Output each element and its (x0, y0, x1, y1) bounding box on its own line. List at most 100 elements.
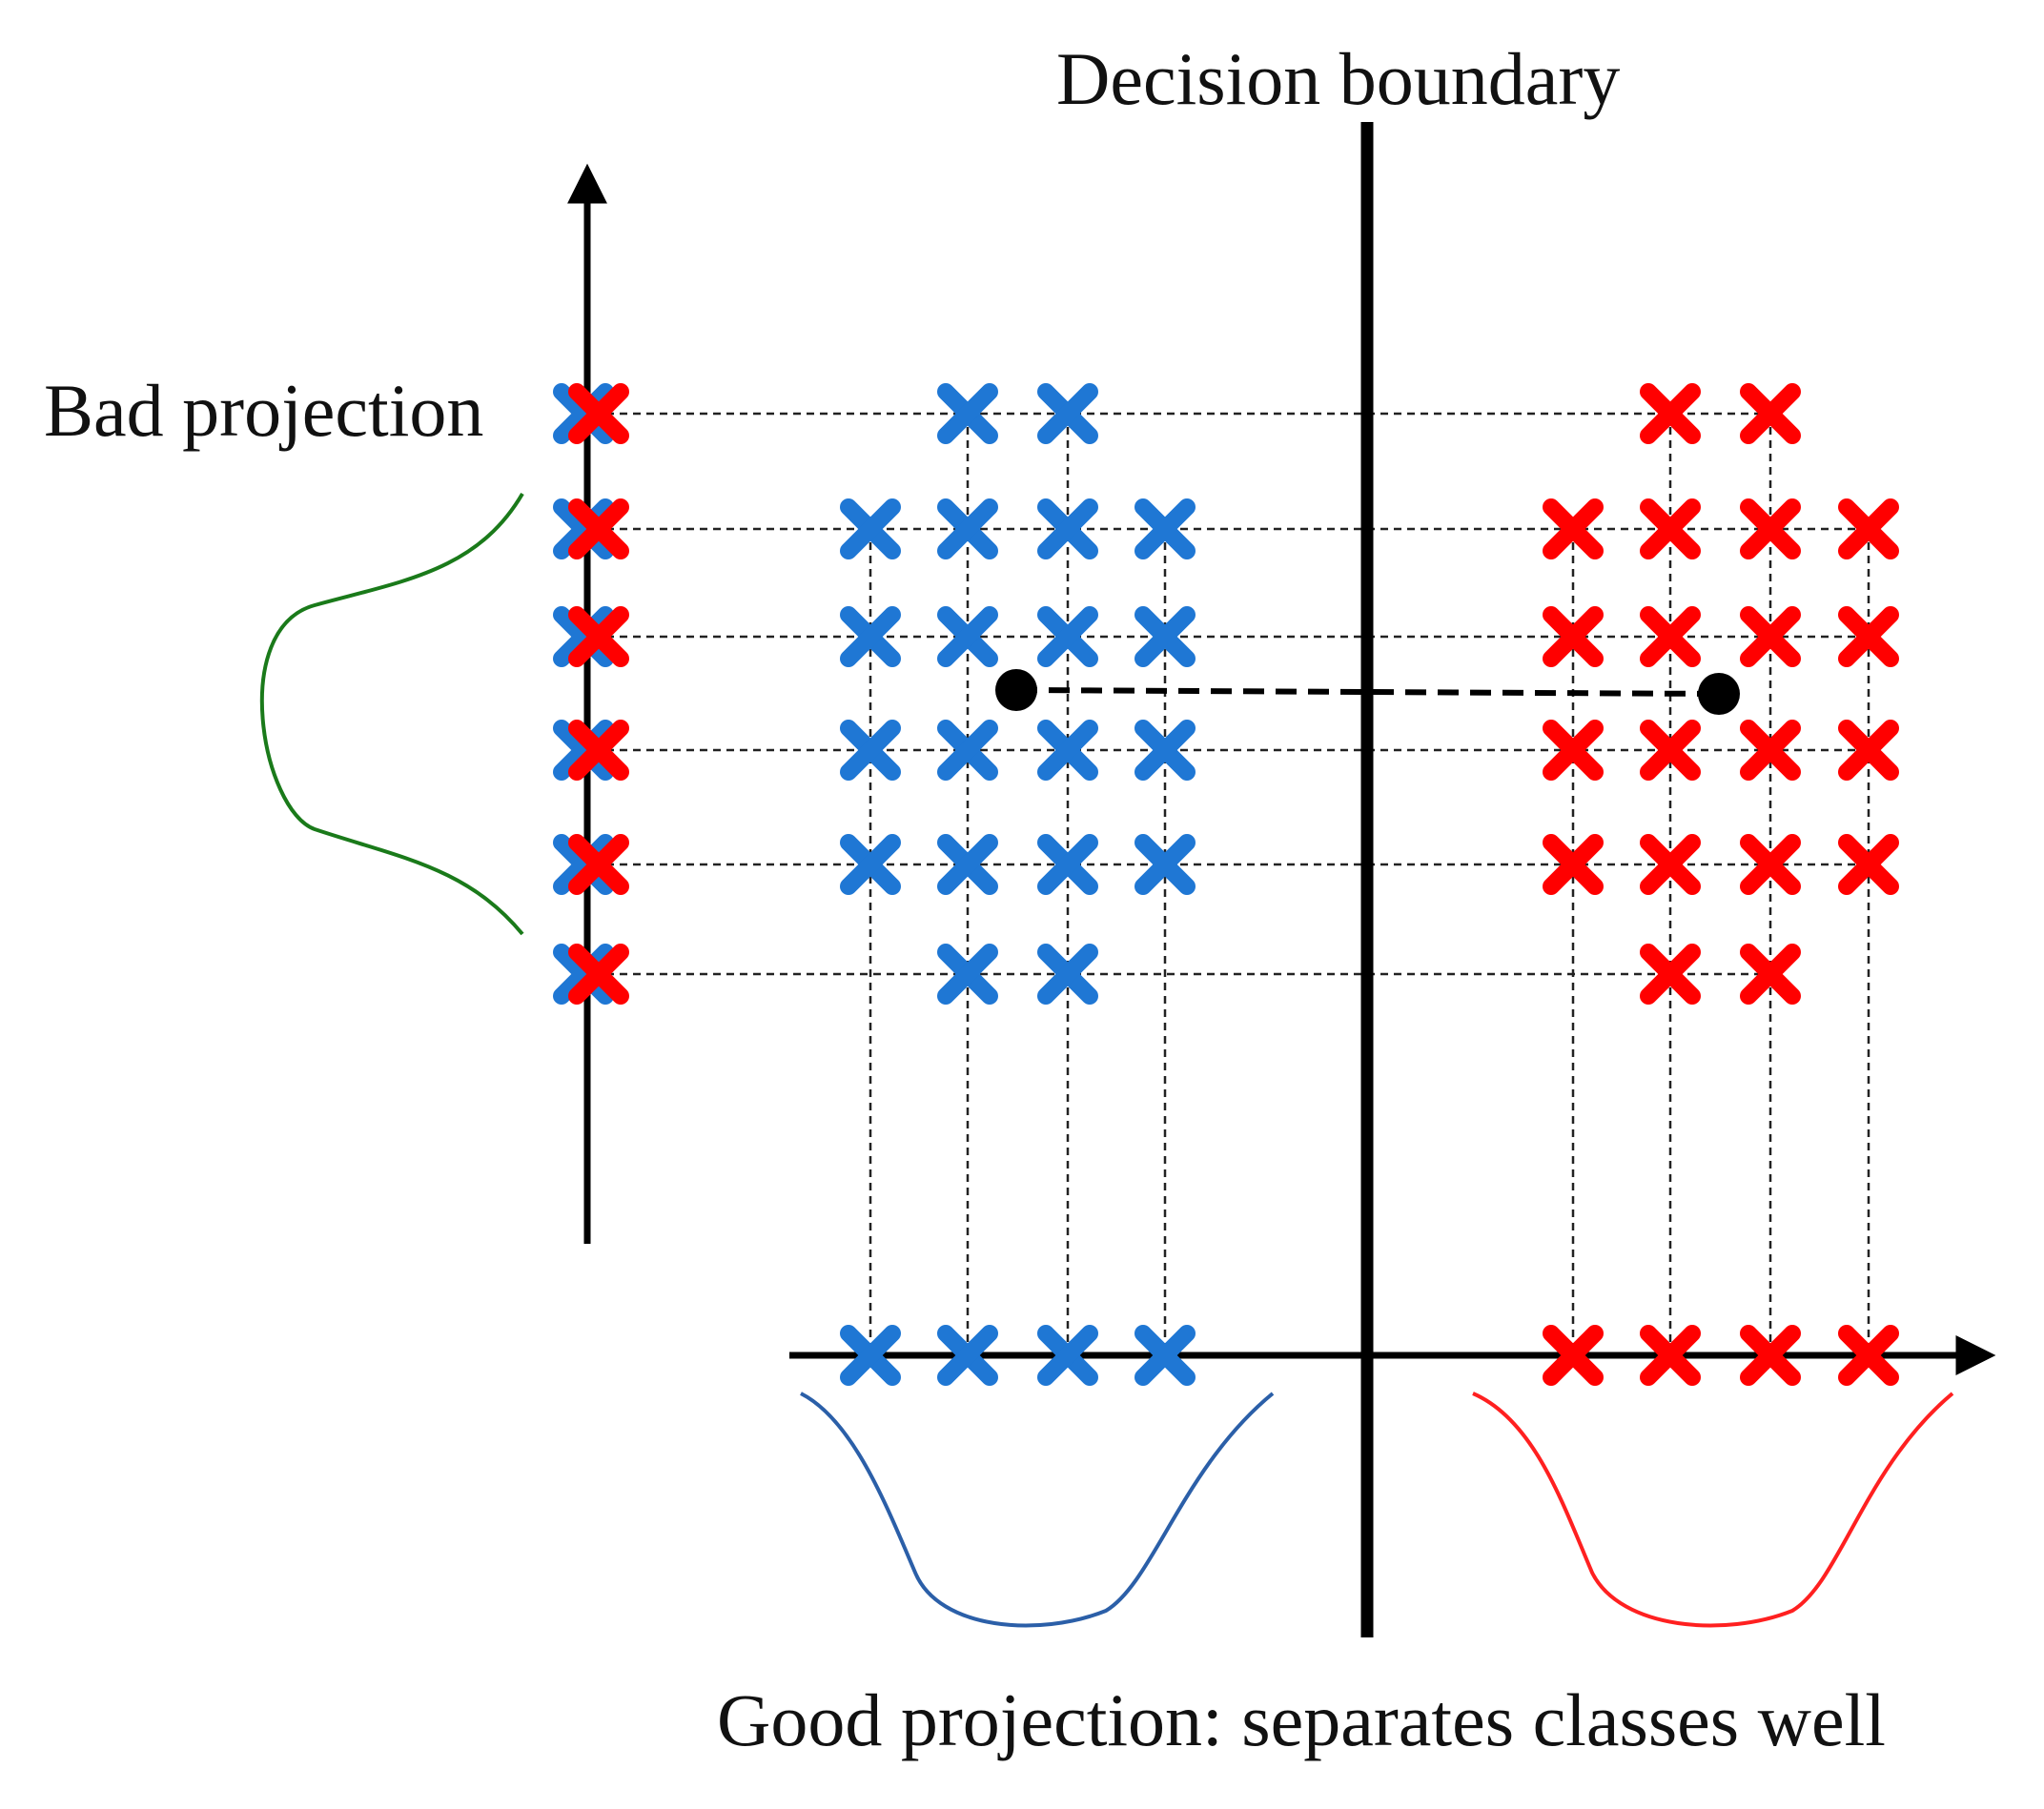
cross-stroke (1134, 1325, 1196, 1386)
class-a-point (1037, 720, 1098, 781)
class-a-point (840, 720, 901, 781)
class-a-bad-projection-mark (553, 834, 614, 895)
cross-stroke (1740, 383, 1801, 444)
class-a-point (937, 834, 998, 895)
class-b-bad-projection-mark (568, 720, 629, 781)
class-b-good-projection-mark (1543, 1325, 1604, 1386)
class-a-good-projection-mark (1037, 1325, 1098, 1386)
class-a-point (937, 498, 998, 559)
class-b-point (1740, 720, 1801, 781)
class-a-bad-projection-mark (553, 720, 614, 781)
cross-stroke (568, 720, 629, 781)
class-a-point (1037, 834, 1098, 895)
cross-stroke (1134, 834, 1196, 895)
cross-stroke (1037, 383, 1098, 444)
class-b-point (1838, 498, 1899, 559)
cross-stroke (1740, 944, 1801, 1005)
class-a-distribution-curve (800, 1392, 1275, 1628)
cross-stroke (1543, 498, 1604, 559)
class-a-point (1134, 498, 1196, 559)
class-b-point (1740, 383, 1801, 444)
cross-stroke (937, 606, 998, 667)
cross-stroke (1134, 606, 1196, 667)
cross-stroke (568, 383, 629, 444)
cross-stroke (840, 720, 901, 781)
class-a-point (937, 944, 998, 1005)
cross-stroke (1543, 1325, 1604, 1386)
class-a-point (1037, 606, 1098, 667)
cross-stroke (553, 720, 614, 781)
class-b-point (1543, 834, 1604, 895)
class-b-point (1640, 606, 1701, 667)
cross-stroke (1740, 606, 1801, 667)
cross-stroke (568, 834, 629, 895)
cross-stroke (937, 720, 998, 781)
cross-stroke (1640, 944, 1701, 1005)
cross-stroke (1640, 606, 1701, 667)
class-b-good-projection-mark (1740, 1325, 1801, 1386)
cross-stroke (1037, 834, 1098, 895)
class-b-point (1740, 834, 1801, 895)
cross-stroke (1037, 944, 1098, 1005)
cross-stroke (1740, 498, 1801, 559)
projection-guides (606, 412, 1870, 1355)
class-a-point (937, 383, 998, 444)
class-a-good-projection-mark (937, 1325, 998, 1386)
class-b-bad-projection-mark (568, 944, 629, 1005)
cross-stroke (937, 834, 998, 895)
cross-stroke (1134, 720, 1196, 781)
class-b-point (1838, 606, 1899, 667)
class-a-good-projection-mark (1134, 1325, 1196, 1386)
class-b-bad-projection-mark (568, 383, 629, 444)
class-b-point (1838, 834, 1899, 895)
cross-stroke (1640, 383, 1701, 444)
class-a-point (1134, 606, 1196, 667)
bad-projection-label: Bad projection (44, 369, 484, 452)
cross-stroke (568, 606, 629, 667)
class-a-good-projection-mark (840, 1325, 901, 1386)
cross-stroke (1037, 720, 1098, 781)
class-b-point (1640, 720, 1701, 781)
bad-projection-distribution-curve (259, 492, 524, 936)
good-projection-label: Good projection: separates classes well (717, 1678, 1886, 1761)
cross-stroke (568, 944, 629, 1005)
class-a-bad-projection-mark (553, 498, 614, 559)
cross-stroke (1640, 720, 1701, 781)
cross-stroke (1134, 498, 1196, 559)
cross-stroke (553, 834, 614, 895)
class-b-point (1740, 498, 1801, 559)
cross-stroke (1838, 606, 1899, 667)
cross-stroke (1543, 606, 1604, 667)
class-a-mean (995, 669, 1037, 711)
mean-connector-line (1015, 687, 1720, 697)
cross-stroke (568, 498, 629, 559)
class-b-point (1640, 383, 1701, 444)
class-a-point (937, 606, 998, 667)
class-b-bad-projection-mark (568, 834, 629, 895)
class-b-point (1640, 834, 1701, 895)
cross-stroke (1740, 720, 1801, 781)
cross-stroke (1037, 1325, 1098, 1386)
cross-stroke (937, 944, 998, 1005)
cross-stroke (1037, 498, 1098, 559)
class-means (995, 669, 1740, 715)
cross-stroke (937, 498, 998, 559)
cross-stroke (840, 834, 901, 895)
class-b-point (1543, 720, 1604, 781)
class-b-point (1838, 720, 1899, 781)
cross-stroke (1640, 498, 1701, 559)
cross-stroke (1037, 606, 1098, 667)
cross-stroke (553, 498, 614, 559)
cross-stroke (1543, 834, 1604, 895)
cross-stroke (1838, 720, 1899, 781)
class-a-bad-projection-mark (553, 606, 614, 667)
cross-stroke (1740, 1325, 1801, 1386)
cross-stroke (1838, 1325, 1899, 1386)
class-b-distribution-curve (1472, 1392, 1954, 1628)
class-a-point (1134, 834, 1196, 895)
cross-stroke (1838, 498, 1899, 559)
class-a-point (937, 720, 998, 781)
class-b-mean (1698, 673, 1740, 715)
class-b-point (1543, 606, 1604, 667)
